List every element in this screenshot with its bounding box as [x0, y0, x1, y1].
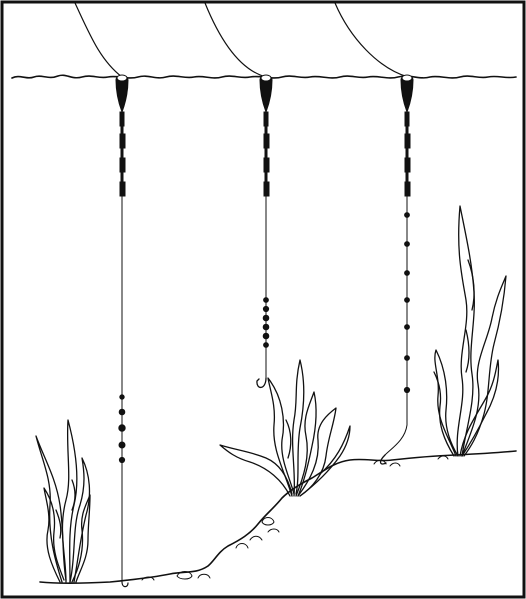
float-icon: [116, 75, 128, 196]
rig-right: [381, 75, 413, 464]
rod-line-left: [75, 3, 122, 77]
weed-icon: [36, 420, 90, 582]
rod-line-right: [335, 3, 408, 77]
hook-icon: [122, 582, 128, 587]
weed-icon: [434, 206, 506, 456]
rig-left: [116, 75, 128, 587]
float-icon: [260, 75, 272, 196]
lake-bed: [40, 451, 516, 583]
float-icon: [401, 75, 413, 196]
rod-lines: [75, 3, 408, 77]
main-line-right: [385, 196, 407, 455]
pebbles: [142, 456, 448, 580]
rod-line-middle: [205, 3, 266, 77]
hook-icon: [257, 378, 266, 387]
rig-middle: [257, 75, 272, 387]
weed-icon: [220, 360, 350, 496]
